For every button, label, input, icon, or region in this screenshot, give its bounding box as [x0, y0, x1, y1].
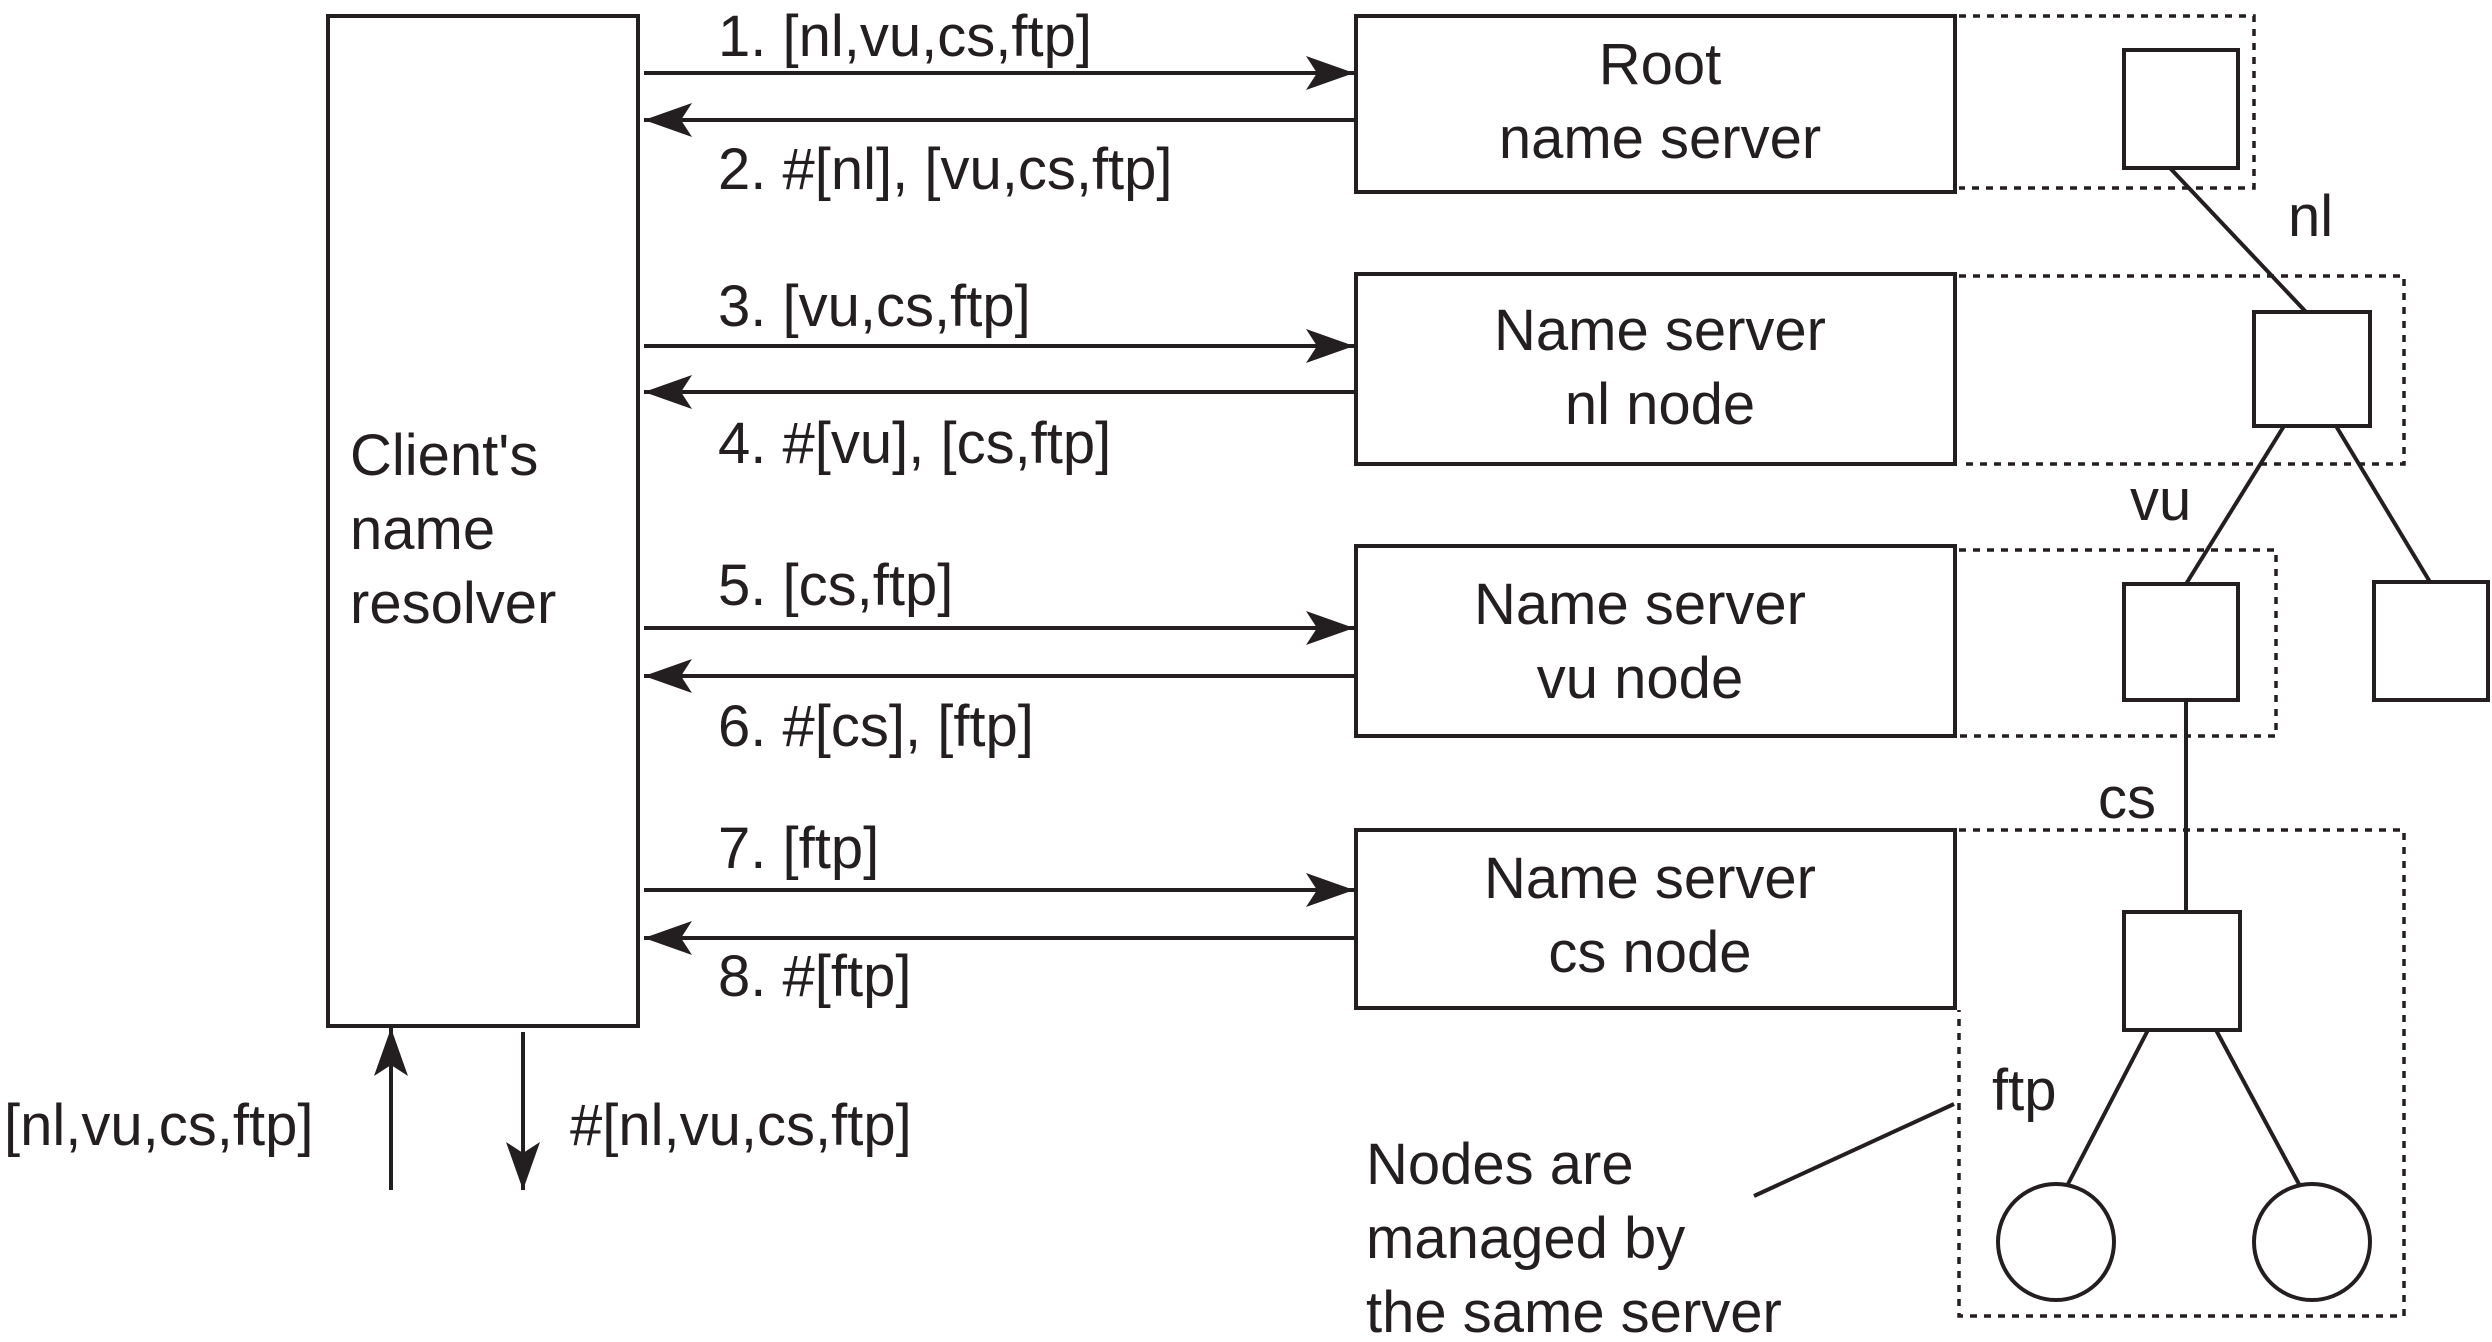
- tree-edge-ftp: [2066, 1029, 2150, 1185]
- cs-server-label-line-1: Name server: [1484, 846, 1816, 911]
- resolver-label-line-1: Client's: [350, 423, 538, 488]
- input-label: [nl,vu,cs,ftp]: [4, 1093, 313, 1158]
- tree-node-right: [2372, 580, 2490, 702]
- request-label-4: 7. [ftp]: [718, 816, 879, 881]
- edge-label-cs: cs: [2098, 766, 2156, 831]
- tree-edge-leaf-right: [2214, 1029, 2302, 1187]
- tree-node-vu: [2122, 582, 2240, 702]
- edge-label-ftp: ftp: [1992, 1058, 2057, 1123]
- tree-edge-right: [2334, 424, 2432, 584]
- root-name-server: Root name server: [1354, 14, 1957, 194]
- resolver-label-line-2: name: [350, 497, 495, 562]
- note-line-3: the same server: [1366, 1280, 1782, 1342]
- vu-server-label-line-1: Name server: [1474, 572, 1806, 637]
- cs-node-name-server: Name server cs node: [1354, 828, 1957, 1010]
- tree-node-cs: [2122, 910, 2242, 1032]
- resolver-label-line-3: resolver: [350, 571, 556, 636]
- reply-label-1: 2. #[nl], [vu,cs,ftp]: [718, 137, 1173, 202]
- vu-server-label-line-2: vu node: [1537, 646, 1743, 711]
- tree-edge-nl: [2168, 166, 2308, 314]
- edge-label-vu: vu: [2130, 468, 2191, 533]
- shared-server-note: Nodes are managed by the same server: [1366, 1102, 1955, 1342]
- tree-edge-vu: [2184, 424, 2286, 586]
- cs-server-label-line-2: cs node: [1548, 920, 1751, 985]
- request-label-2: 3. [vu,cs,ftp]: [718, 274, 1031, 339]
- edge-label-nl: nl: [2288, 184, 2333, 249]
- root-server-label-line-2: name server: [1499, 106, 1821, 171]
- reply-label-2: 4. #[vu], [cs,ftp]: [718, 411, 1111, 476]
- vu-zone-boundary: [1959, 548, 2278, 738]
- nl-zone-boundary: [1959, 274, 2406, 466]
- tree-node-root: [2122, 48, 2240, 170]
- name-space-tree: nl vu cs ftp: [1957, 14, 2490, 1318]
- root-server-label-line-1: Root: [1599, 32, 1722, 97]
- message-pair-1: 1. [nl,vu,cs,ftp] 2. #[nl], [vu,cs,ftp]: [644, 4, 1354, 202]
- tree-leaf-right: [2252, 1182, 2372, 1302]
- root-zone-boundary: [1959, 14, 2256, 190]
- vu-node-name-server: Name server vu node: [1354, 544, 1957, 738]
- message-pair-3: 5. [cs,ftp] 6. #[cs], [ftp]: [644, 553, 1354, 759]
- request-label-3: 5. [cs,ftp]: [718, 553, 953, 618]
- client-io: [nl,vu,cs,ftp] #[nl,vu,cs,ftp]: [4, 1028, 912, 1190]
- cs-zone-boundary: [1957, 828, 2406, 1318]
- nl-node-name-server: Name server nl node: [1354, 272, 1957, 466]
- note-leader-line: [1753, 1102, 1955, 1198]
- reply-label-4: 8. #[ftp]: [718, 944, 911, 1009]
- tree-node-nl: [2252, 310, 2372, 428]
- request-label-1: 1. [nl,vu,cs,ftp]: [718, 4, 1092, 69]
- nl-server-label-line-2: nl node: [1565, 372, 1755, 437]
- message-pair-2: 3. [vu,cs,ftp] 4. #[vu], [cs,ftp]: [644, 274, 1354, 476]
- note-line-2: managed by: [1366, 1206, 1685, 1271]
- note-line-1: Nodes are: [1366, 1132, 1634, 1197]
- message-pair-4: 7. [ftp] 8. #[ftp]: [644, 816, 1354, 1009]
- client-name-resolver: Client's name resolver: [326, 14, 640, 1028]
- nl-server-label-line-1: Name server: [1494, 298, 1826, 363]
- reply-label-3: 6. #[cs], [ftp]: [718, 694, 1034, 759]
- output-label: #[nl,vu,cs,ftp]: [570, 1093, 912, 1158]
- tree-leaf-ftp: [1996, 1182, 2116, 1302]
